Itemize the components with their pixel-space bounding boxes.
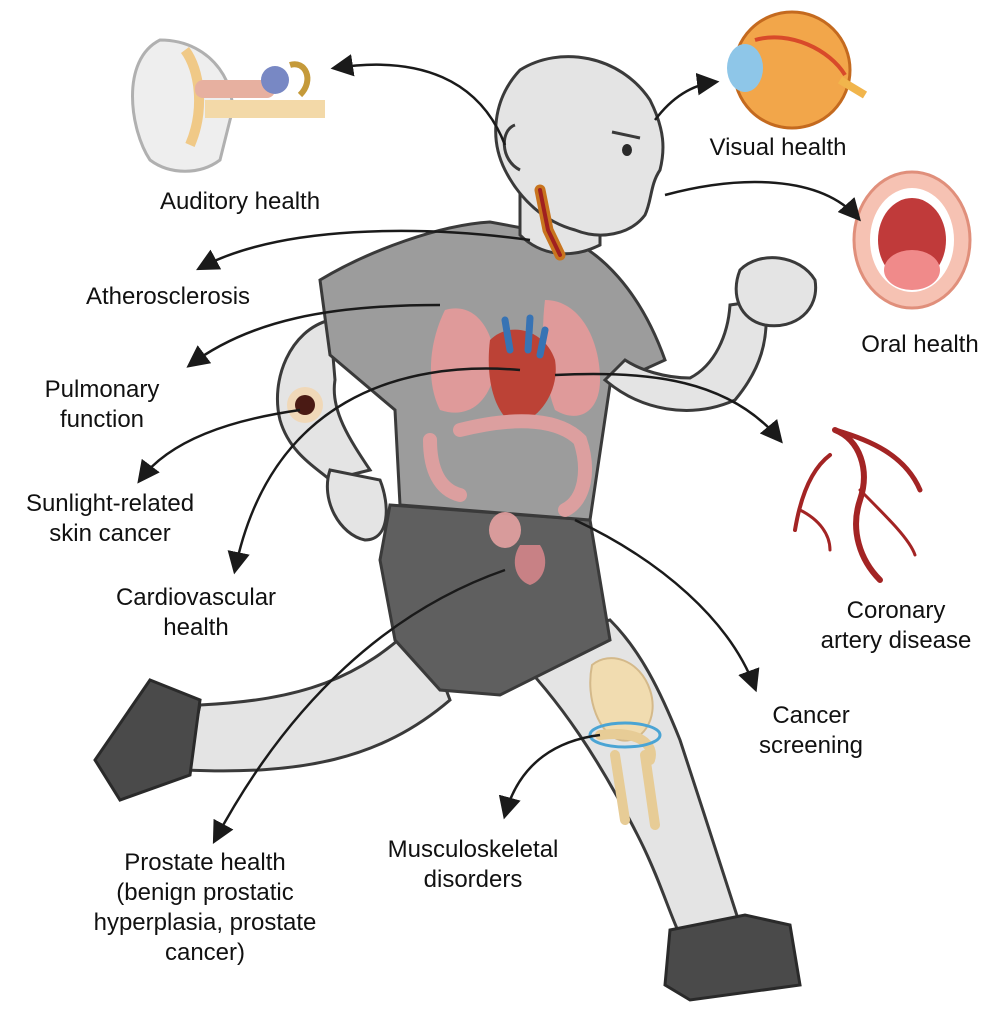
arrow-oral bbox=[665, 182, 858, 218]
mouth-illustration bbox=[854, 172, 970, 308]
coronary-vessels-illustration bbox=[795, 430, 920, 580]
label-atherosclerosis: Atherosclerosis bbox=[86, 282, 250, 312]
eyeball-illustration bbox=[727, 12, 865, 128]
back-leg bbox=[95, 620, 450, 800]
arrow-visual bbox=[655, 82, 715, 120]
back-shoe bbox=[95, 680, 200, 800]
back-fist bbox=[327, 470, 386, 540]
eye bbox=[622, 144, 632, 156]
bladder bbox=[489, 512, 521, 548]
label-oral-health: Oral health bbox=[861, 330, 978, 360]
ear-illustration bbox=[133, 40, 326, 171]
label-auditory-health: Auditory health bbox=[160, 187, 320, 217]
front-fist bbox=[736, 258, 815, 326]
front-shoe bbox=[665, 915, 800, 1000]
label-visual-health: Visual health bbox=[710, 133, 847, 163]
arrow-auditory bbox=[335, 65, 505, 145]
